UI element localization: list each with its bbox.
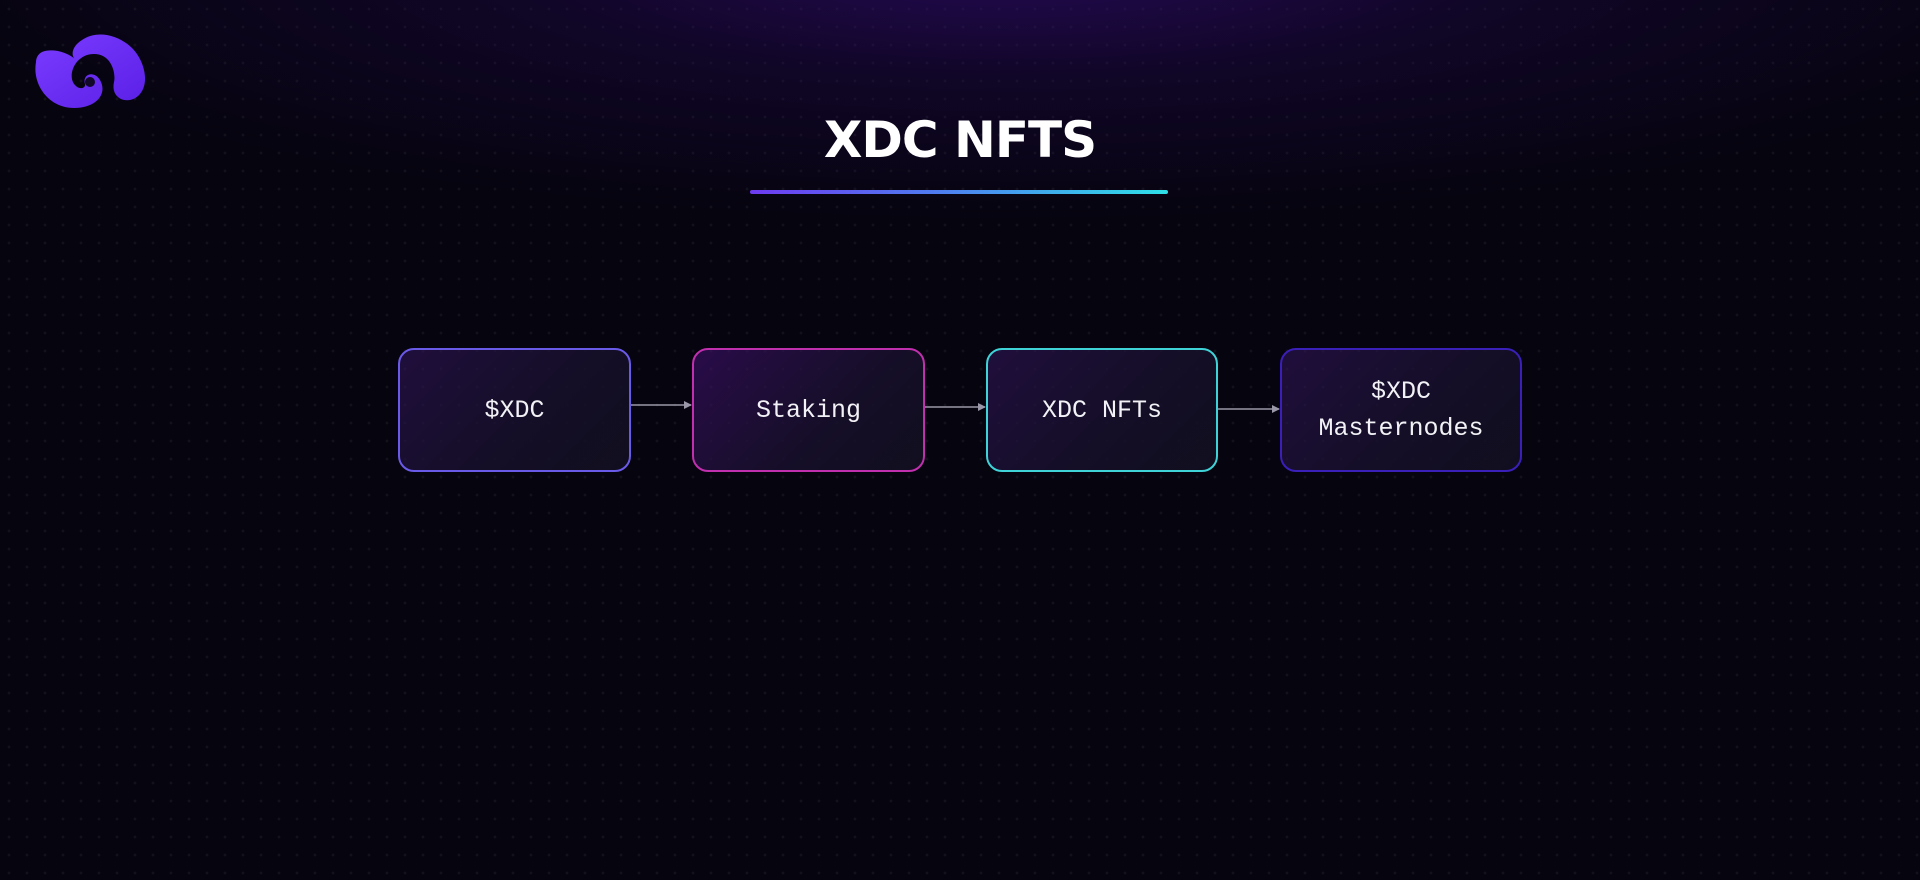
flow-node-xdc-masternodes: $XDC Masternodes: [1280, 348, 1522, 472]
flow-node-xdc: $XDC: [398, 348, 631, 472]
title-underline: [750, 190, 1168, 194]
page-title: XDC NFTS: [823, 111, 1097, 169]
flow-node-staking: Staking: [692, 348, 925, 472]
flow-node-xdc-nfts: XDC NFTs: [986, 348, 1218, 472]
swirl-logo-icon: [35, 34, 146, 108]
